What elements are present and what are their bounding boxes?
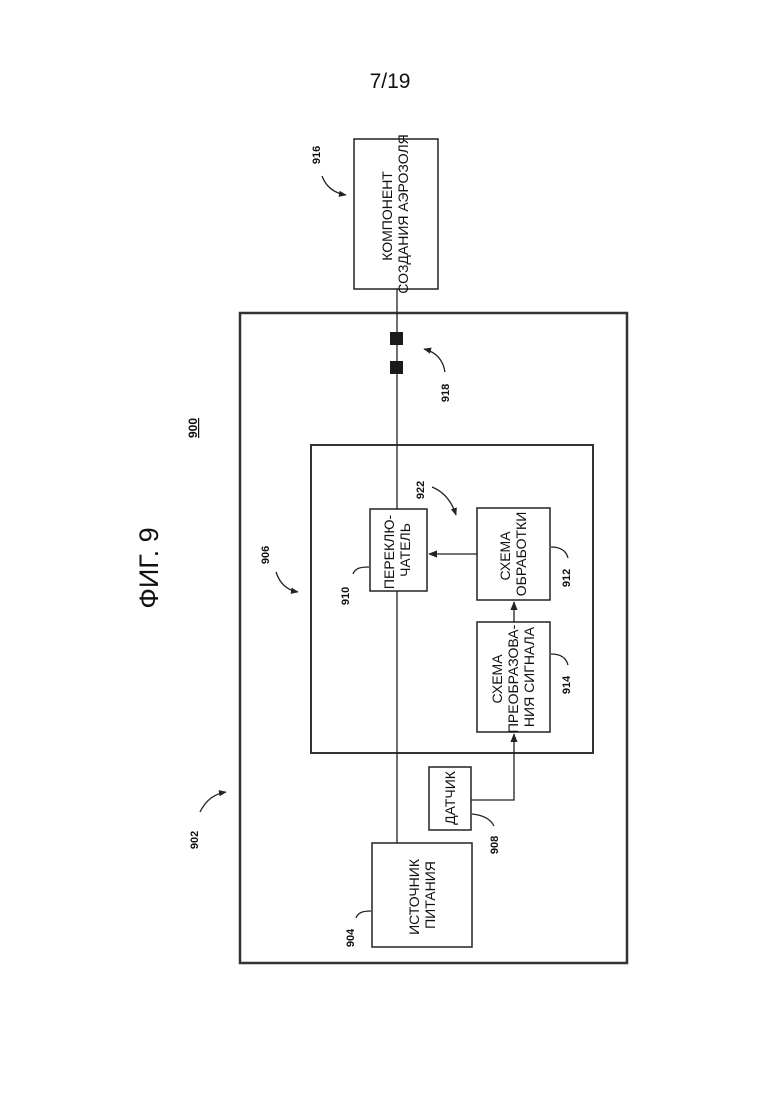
power-source-label: ИСТОЧНИК ПИТАНИЯ <box>406 855 438 935</box>
switch-ref: 910 <box>340 587 352 605</box>
processing-ref: 912 <box>561 569 573 587</box>
signal-conditioning-line-2: ПРЕОБРАЗОВА- <box>505 624 521 733</box>
aerosol-component-ref-leader <box>322 176 346 195</box>
switch-ref-leader <box>353 567 369 574</box>
device-ref: 902 <box>189 831 201 849</box>
connector-ref-leader <box>424 349 445 372</box>
sensor-to-conditioning-path <box>471 734 514 800</box>
connector-pin-bottom <box>390 361 403 374</box>
sensor-ref-leader <box>472 814 494 826</box>
signal-conditioning-line-3: НИЯ СИГНАЛА <box>521 626 537 727</box>
processing-line-1: СХЕМА <box>497 531 513 581</box>
power-source-ref-leader <box>356 911 371 918</box>
processing-line-2: ОБРАБОТКИ <box>513 512 529 597</box>
aerosol-component-line-1: КОМПОНЕНТ <box>379 171 395 261</box>
signal-conditioning-ref-leader <box>551 654 568 665</box>
processing-ref-leader <box>551 547 568 558</box>
connector-pin-top <box>390 332 403 345</box>
power-source-ref: 904 <box>345 928 357 947</box>
figure-title: ФИГ. 9 <box>134 527 164 608</box>
control-unit-ref-leader <box>276 572 298 592</box>
device-ref-leader <box>200 792 226 812</box>
connector-ref: 918 <box>440 384 452 402</box>
sensor-label: ДАТЧИК <box>442 770 458 825</box>
control-unit-ref: 906 <box>260 546 272 564</box>
power-source-line-1: ИСТОЧНИК <box>406 858 422 935</box>
signal-conditioning-ref: 914 <box>561 675 573 694</box>
power-source-line-2: ПИТАНИЯ <box>422 861 438 929</box>
figure-number: 900 <box>186 418 200 438</box>
switch-line-1: ПЕРЕКЛЮ- <box>381 515 397 590</box>
signal-conditioning-line-1: СХЕМА <box>489 654 505 704</box>
switch-line-2: ЧАТЕЛЬ <box>397 523 413 577</box>
sensor-ref: 908 <box>489 836 501 854</box>
aerosol-component-ref: 916 <box>311 146 323 164</box>
aerosol-component-line-2: СОЗДАНИЯ АЭРОЗОЛЯ <box>395 134 411 293</box>
feedback-ref: 922 <box>415 481 427 499</box>
feedback-ref-leader <box>432 487 456 515</box>
